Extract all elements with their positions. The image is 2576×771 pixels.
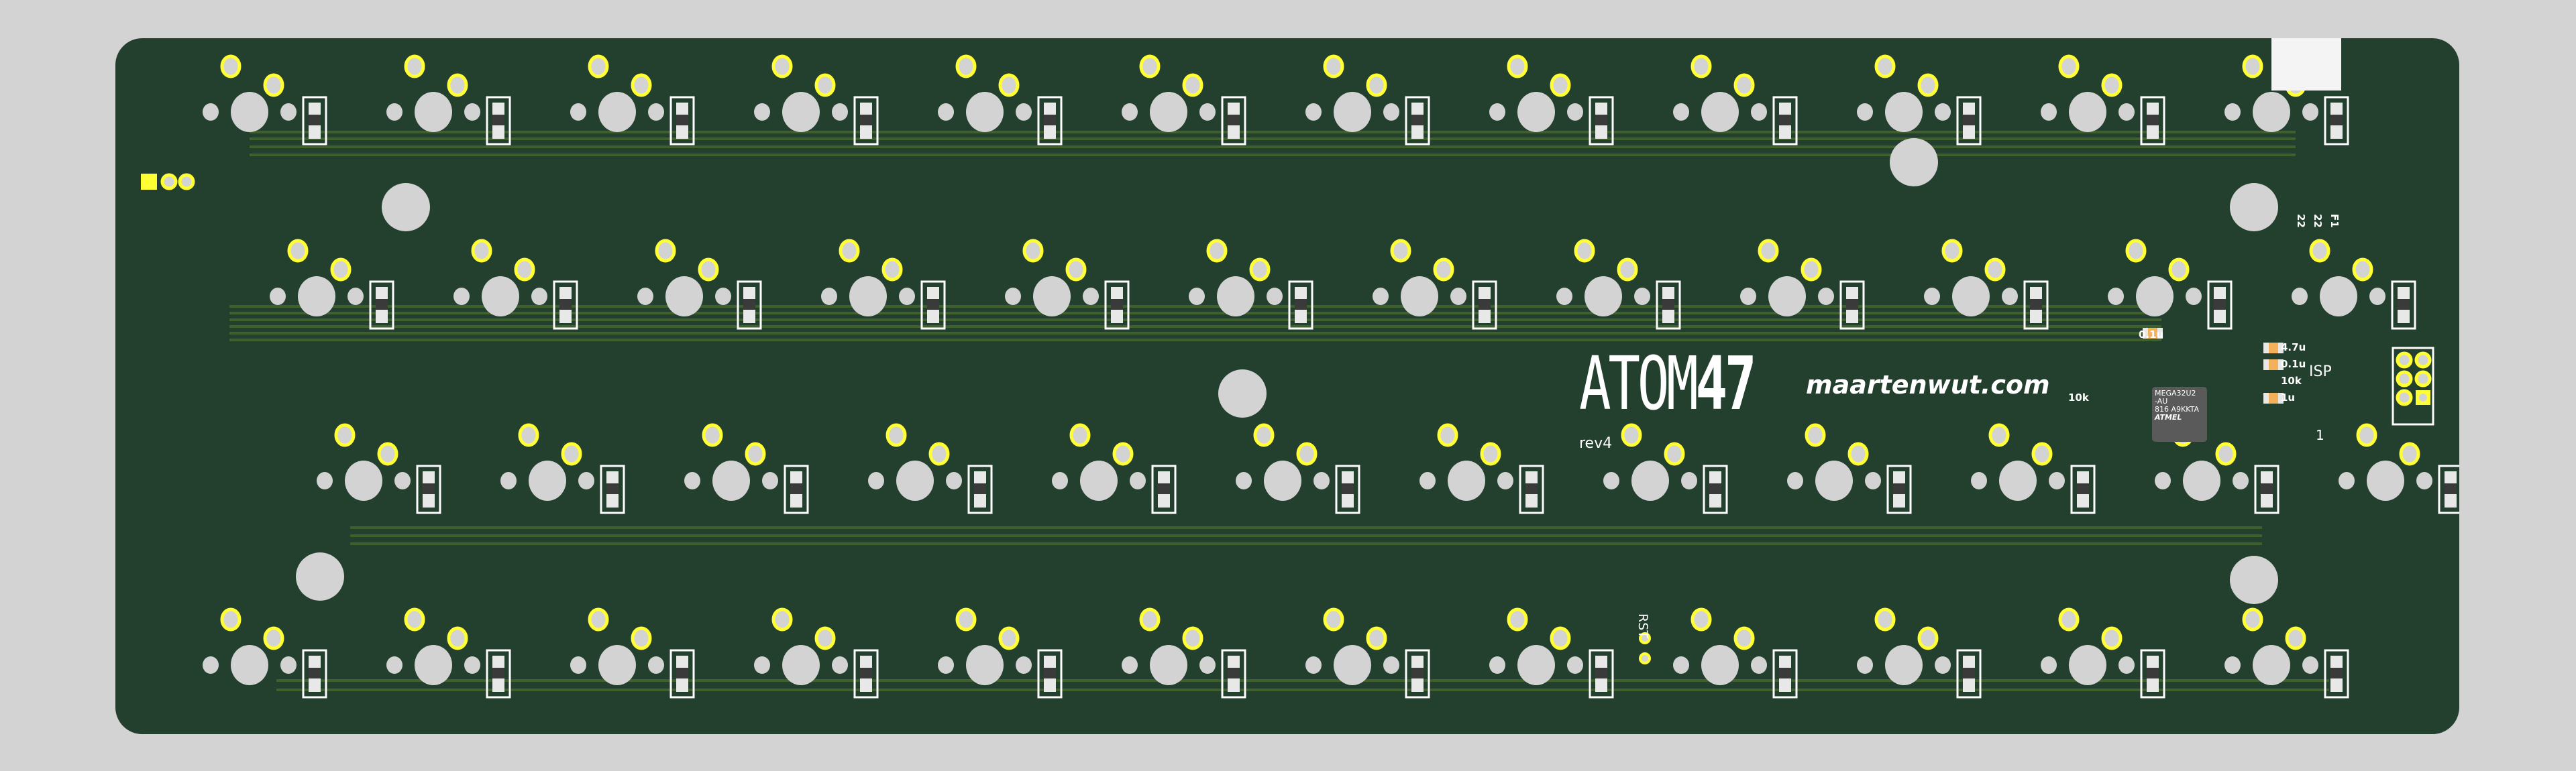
res-label-a: 10k: [2281, 375, 2302, 387]
cap-label-a: 0.1u: [2139, 329, 2164, 341]
fuse-label: F1: [2328, 214, 2341, 228]
mcu-chip: MEGA32U2 -AU 816 A9KKTA ATMEL: [2152, 387, 2207, 442]
mcu-line3: 816 A9KKTA: [2155, 405, 2199, 414]
board-title: ATOM47: [1579, 347, 1757, 420]
usb-res-label-1: 22: [2295, 214, 2307, 228]
board-revision: rev4: [1579, 435, 1613, 452]
usb-res-label-2: 22: [2312, 214, 2324, 228]
res-label-b: 10k: [2068, 392, 2089, 404]
mcu-brand: ATMEL: [2155, 413, 2182, 422]
board-url: maartenwut.com: [1806, 370, 2050, 400]
isp-pin1-label: 1: [2316, 427, 2324, 443]
pcb-artwork: [141, 38, 2459, 699]
cap-label-c: 0.1u: [2281, 358, 2306, 370]
mcu-line2: -AU: [2155, 397, 2168, 406]
board-title-number: 47: [1695, 341, 1756, 426]
cap-label-b: 4.7u: [2281, 341, 2306, 353]
board-title-name: ATOM: [1579, 341, 1699, 426]
mcu-line1: MEGA32U2: [2155, 389, 2196, 398]
reset-label: RST: [1635, 613, 1650, 638]
pcb-board: ATOM47 rev4 maartenwut.com 0.1u 4.7u 0.1…: [115, 38, 2459, 734]
isp-label: ISP: [2309, 363, 2332, 380]
cap-label-d: 1u: [2281, 392, 2296, 404]
